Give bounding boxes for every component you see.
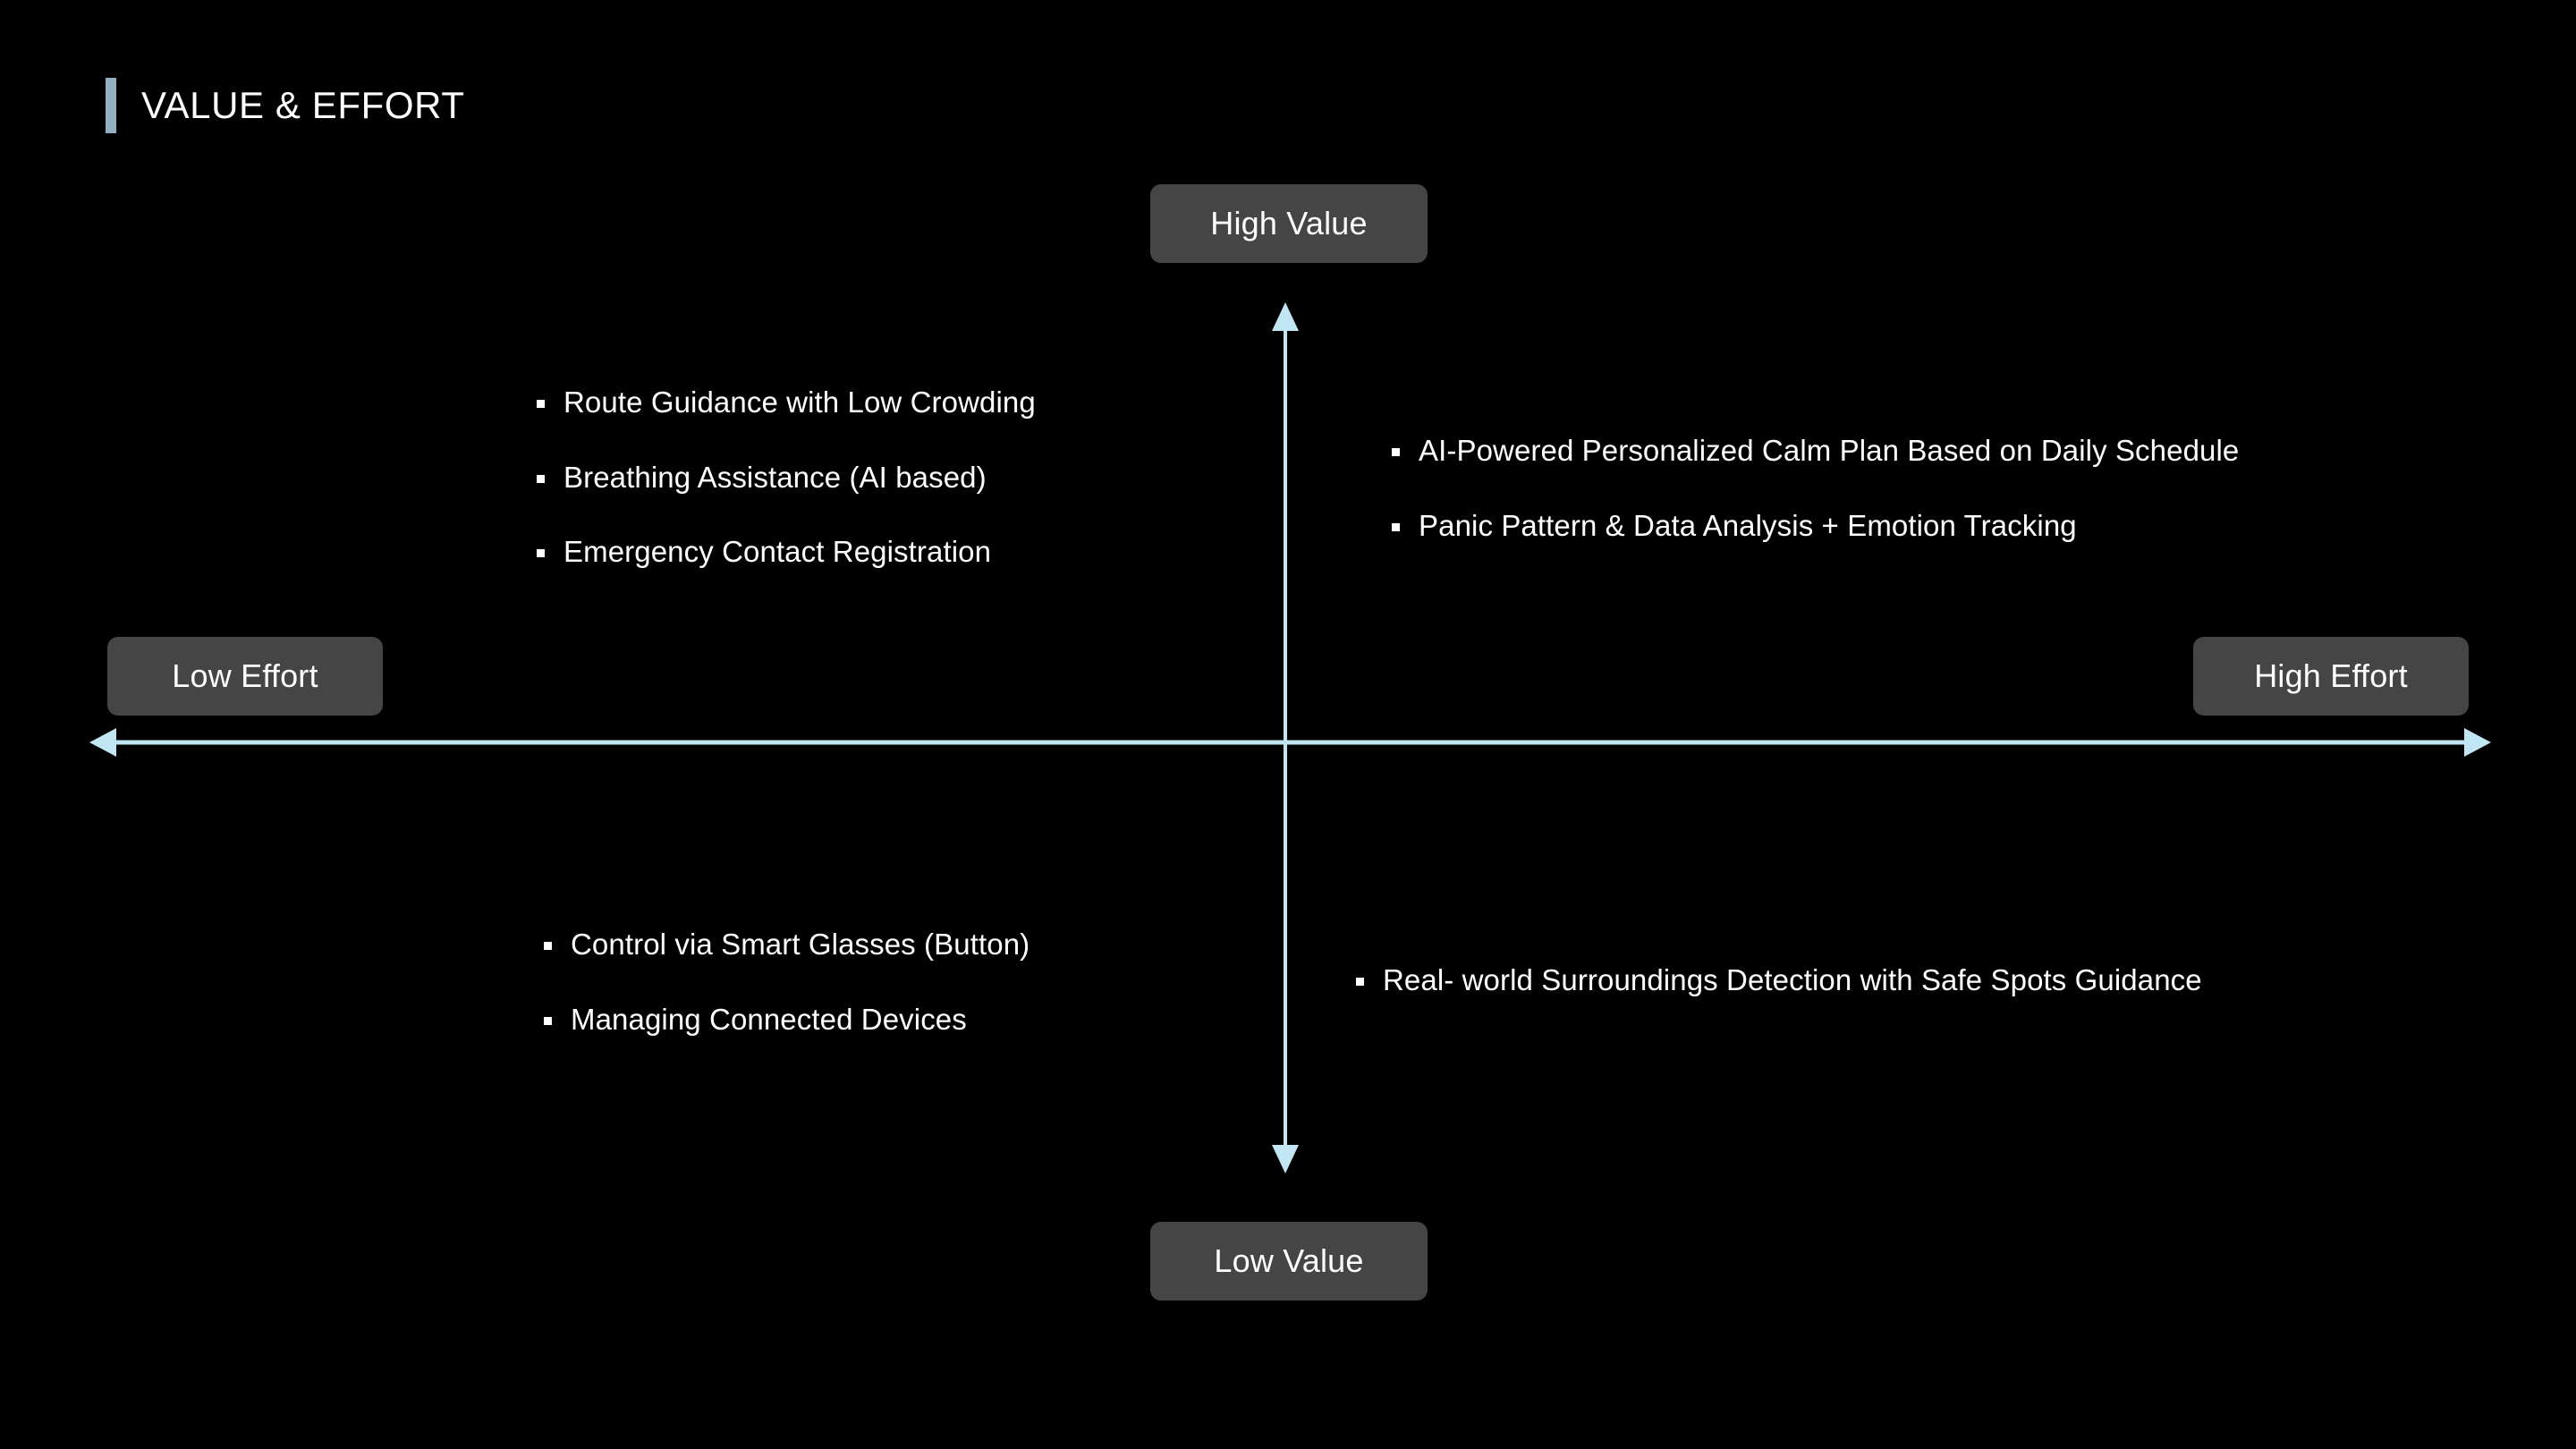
list-item: AI-Powered Personalized Calm Plan Based … [1392, 433, 2447, 469]
square-bullet-icon [544, 942, 552, 950]
square-bullet-icon [537, 549, 545, 558]
axis-label-high-value: High Value [1150, 184, 1428, 263]
list-item: Real- world Surroundings Detection with … [1356, 962, 2411, 998]
page-title: VALUE & EFFORT [141, 84, 465, 126]
square-bullet-icon [537, 474, 545, 483]
quadrant-high-value-low-effort: Route Guidance with Low Crowding Breathi… [537, 385, 1216, 570]
list-item: Breathing Assistance (AI based) [537, 460, 1216, 496]
list-item-label: Control via Smart Glasses (Button) [571, 928, 1030, 961]
list-item-label: Managing Connected Devices [571, 1002, 967, 1036]
list-item-label: Real- world Surroundings Detection with … [1383, 963, 2202, 996]
square-bullet-icon [1392, 522, 1400, 531]
page-title-block: VALUE & EFFORT [106, 75, 465, 136]
quadrant-low-value-high-effort: Real- world Surroundings Detection with … [1356, 962, 2411, 998]
list-item-label: AI-Powered Personalized Calm Plan Based … [1419, 434, 2240, 467]
list-item: Managing Connected Devices [544, 1002, 1224, 1038]
list-item-label: Panic Pattern & Data Analysis + Emotion … [1419, 508, 2077, 542]
list-item: Control via Smart Glasses (Button) [544, 927, 1224, 962]
square-bullet-icon [544, 1016, 552, 1025]
axis-label-low-effort: Low Effort [107, 637, 383, 716]
axis-label-high-effort: High Effort [2193, 637, 2469, 716]
list-item-label: Emergency Contact Registration [564, 535, 992, 569]
quadrant-low-value-low-effort: Control via Smart Glasses (Button) Manag… [544, 927, 1224, 1037]
square-bullet-icon [1356, 978, 1364, 986]
list-item-label: Route Guidance with Low Crowding [564, 386, 1036, 419]
axis-label-low-value: Low Value [1150, 1222, 1428, 1301]
list-item-label: Breathing Assistance (AI based) [564, 460, 987, 494]
title-accent-bar [106, 78, 116, 133]
list-item: Panic Pattern & Data Analysis + Emotion … [1392, 508, 2447, 544]
square-bullet-icon [1392, 448, 1400, 456]
list-item: Route Guidance with Low Crowding [537, 385, 1216, 420]
square-bullet-icon [537, 400, 545, 408]
quadrant-high-value-high-effort: AI-Powered Personalized Calm Plan Based … [1392, 433, 2447, 543]
list-item: Emergency Contact Registration [537, 534, 1216, 570]
